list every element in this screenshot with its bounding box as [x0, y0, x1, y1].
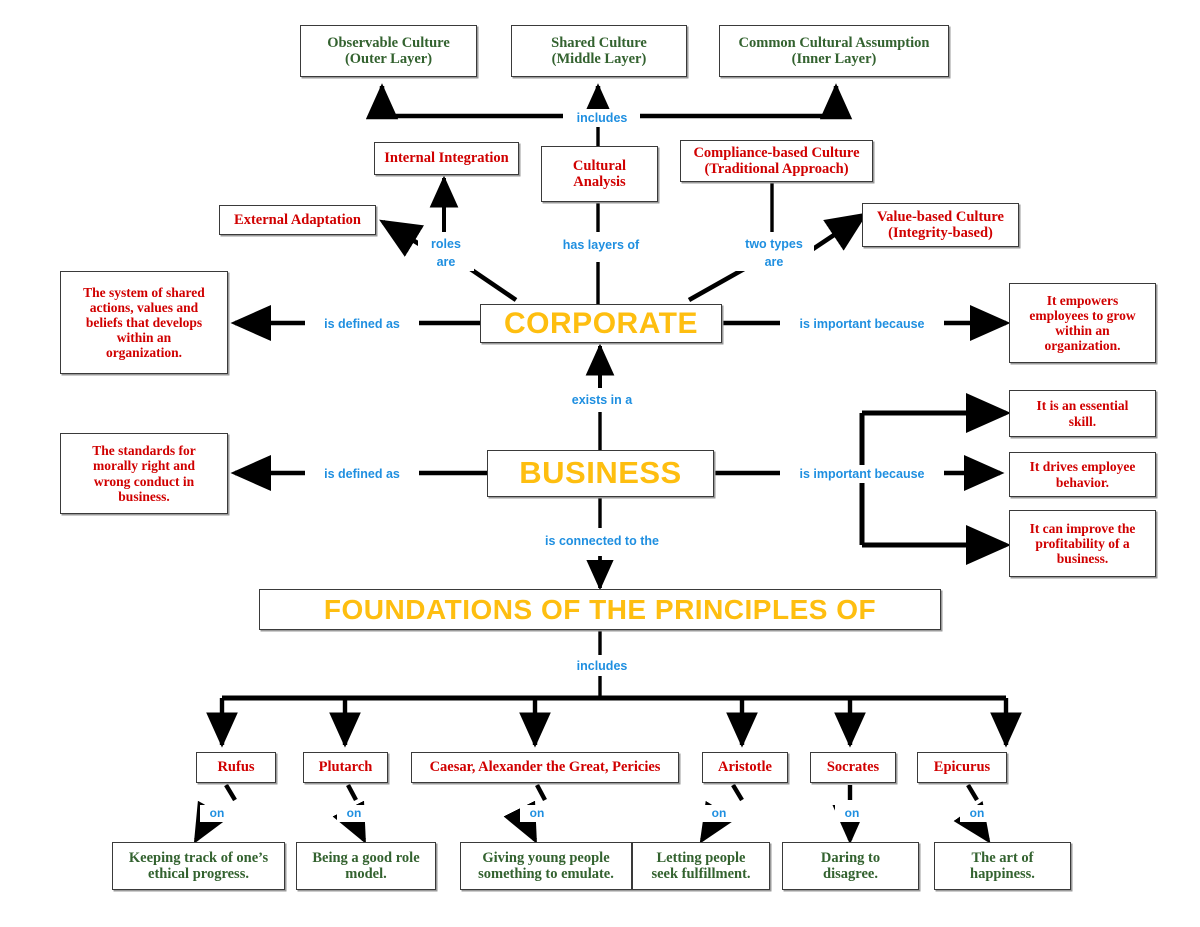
link-label-is-connected-to-the: is connected to the	[532, 532, 672, 551]
node-label: It drives employee behavior.	[1029, 459, 1136, 490]
node-business-importance-3[interactable]: It can improve the profitability of a bu…	[1009, 510, 1156, 577]
node-label: Value-based Culture (Integrity-based)	[877, 208, 1004, 241]
node-philosopher-0[interactable]: Rufus	[196, 752, 276, 783]
link-label-business-is-defined-as: is defined as	[305, 465, 419, 484]
link-label-corporate-is-defined-as: is defined as	[305, 315, 419, 334]
node-business-definition[interactable]: The standards for morally right and wron…	[60, 433, 228, 514]
node-philosopher-2[interactable]: Caesar, Alexander the Great, Pericies	[411, 752, 679, 783]
node-label: Keeping track of one’s ethical progress.	[128, 849, 269, 882]
node-label: BUSINESS	[519, 455, 682, 491]
link-label-roles-are: roles are	[418, 235, 474, 272]
node-label: Shared Culture (Middle Layer)	[551, 34, 647, 67]
node-label: CORPORATE	[504, 306, 698, 340]
node-label: It empowers employees to grow within an …	[1029, 292, 1136, 354]
link-label-exists-in-a: exists in a	[560, 391, 644, 410]
node-label: Rufus	[217, 759, 255, 776]
node-philosopher-1[interactable]: Plutarch	[303, 752, 388, 783]
link-label-business-is-important-because: is important because	[780, 465, 944, 484]
node-label: Giving young people something to emulate…	[478, 849, 614, 882]
node-compliance-based-culture[interactable]: Compliance-based Culture (Traditional Ap…	[680, 140, 873, 182]
node-internal-integration[interactable]: Internal Integration	[374, 142, 519, 175]
node-corporate-importance[interactable]: It empowers employees to grow within an …	[1009, 283, 1156, 363]
link-label-includes-top: includes	[564, 109, 640, 128]
node-external-adaptation[interactable]: External Adaptation	[219, 205, 376, 235]
link-label-includes-bottom: includes	[564, 657, 640, 676]
node-shared-culture[interactable]: Shared Culture (Middle Layer)	[511, 25, 687, 77]
link-label-on-1: on	[337, 805, 371, 823]
node-label: Epicurus	[933, 759, 991, 776]
node-philosopher-4[interactable]: Socrates	[810, 752, 896, 783]
node-business[interactable]: BUSINESS	[487, 450, 714, 497]
node-foundations[interactable]: FOUNDATIONS OF THE PRINCIPLES OF	[259, 589, 941, 630]
link-label-two-types-are: two types are	[734, 235, 814, 272]
node-cultural-analysis[interactable]: Cultural Analysis	[541, 146, 658, 202]
node-label: The art of happiness.	[970, 849, 1035, 882]
node-label: External Adaptation	[234, 211, 361, 228]
node-label: Being a good role model.	[312, 849, 420, 882]
node-common-cultural-assumption[interactable]: Common Cultural Assumption (Inner Layer)	[719, 25, 949, 77]
node-label: Aristotle	[718, 759, 772, 776]
node-label: The standards for morally right and wron…	[92, 443, 196, 504]
node-corporate[interactable]: CORPORATE	[480, 304, 722, 343]
node-label: Compliance-based Culture (Traditional Ap…	[693, 144, 860, 177]
link-label-on-2: on	[520, 805, 554, 823]
node-teaching-5[interactable]: The art of happiness.	[934, 842, 1071, 890]
node-observable-culture[interactable]: Observable Culture (Outer Layer)	[300, 25, 477, 77]
node-business-importance-2[interactable]: It drives employee behavior.	[1009, 452, 1156, 497]
link-label-on-3: on	[702, 805, 736, 823]
node-value-based-culture[interactable]: Value-based Culture (Integrity-based)	[862, 203, 1019, 247]
node-teaching-1[interactable]: Being a good role model.	[296, 842, 436, 890]
node-philosopher-3[interactable]: Aristotle	[702, 752, 788, 783]
node-label: Cultural Analysis	[572, 157, 627, 190]
node-label: It is an essential skill.	[1036, 398, 1129, 429]
node-label: Internal Integration	[384, 150, 509, 167]
node-teaching-2[interactable]: Giving young people something to emulate…	[460, 842, 632, 890]
node-label: Common Cultural Assumption (Inner Layer)	[738, 34, 930, 67]
node-label: It can improve the profitability of a bu…	[1029, 520, 1136, 567]
node-business-importance-1[interactable]: It is an essential skill.	[1009, 390, 1156, 437]
node-teaching-3[interactable]: Letting people seek fulfillment.	[632, 842, 770, 890]
link-label-on-4: on	[835, 805, 869, 823]
node-label: The system of shared actions, values and…	[83, 284, 205, 361]
link-label-on-0: on	[200, 805, 234, 823]
node-teaching-4[interactable]: Daring to disagree.	[782, 842, 919, 890]
link-label-has-layers-of: has layers of	[551, 236, 651, 255]
node-label: Socrates	[826, 759, 880, 776]
node-philosopher-5[interactable]: Epicurus	[917, 752, 1007, 783]
node-label: Letting people seek fulfillment.	[651, 849, 751, 882]
node-label: Observable Culture (Outer Layer)	[327, 34, 450, 67]
link-label-corporate-is-important-because: is important because	[780, 315, 944, 334]
node-label: FOUNDATIONS OF THE PRINCIPLES OF	[323, 593, 877, 625]
node-label: Caesar, Alexander the Great, Pericies	[429, 759, 661, 776]
link-label-on-5: on	[960, 805, 994, 823]
node-label: Plutarch	[318, 759, 373, 776]
node-corporate-definition[interactable]: The system of shared actions, values and…	[60, 271, 228, 374]
node-teaching-0[interactable]: Keeping track of one’s ethical progress.	[112, 842, 285, 890]
node-label: Daring to disagree.	[820, 849, 881, 882]
